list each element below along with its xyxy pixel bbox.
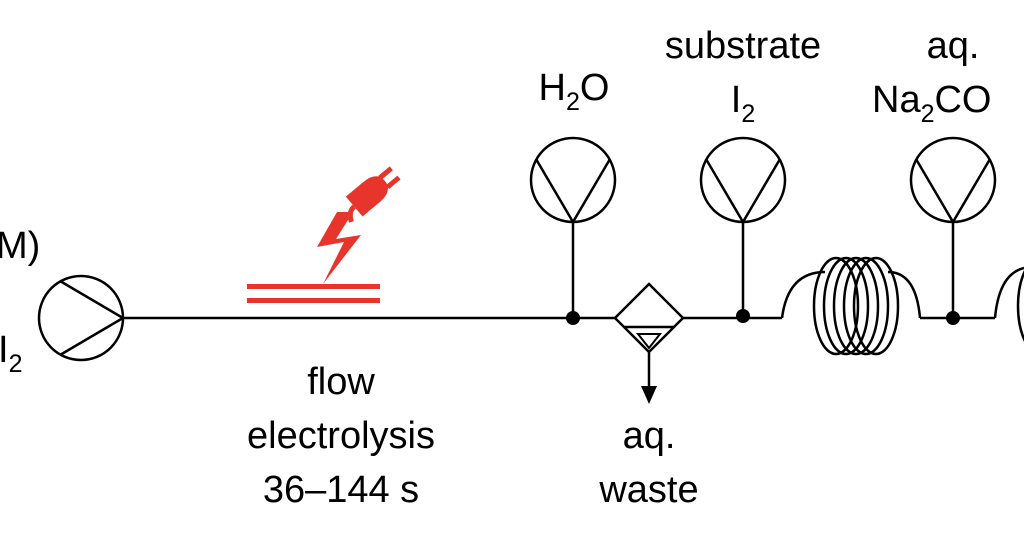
water-label: H2O: [539, 67, 610, 116]
waste-arrowhead: [641, 386, 657, 404]
electrolysis-label-line2: electrolysis: [247, 415, 435, 457]
water-junction: [566, 311, 580, 325]
lightning-icon: [317, 212, 361, 284]
electrolysis-label-line1: flow: [307, 361, 375, 403]
pump-icon: [529, 136, 617, 225]
electrolysis-label-line3: 36–144 s: [263, 469, 419, 511]
electrode-top: [247, 284, 380, 289]
separator-icon: [613, 282, 685, 354]
coil-reactor-icon: [780, 256, 922, 356]
pump-icon: [909, 136, 997, 225]
waste-label-line2: waste: [598, 469, 698, 511]
electrode-bottom: [247, 298, 380, 303]
electrolysis-cell: [247, 166, 401, 303]
coil-reactor-icon: [993, 266, 1024, 342]
carbonate-junction: [946, 311, 960, 325]
substrate-label-line1: substrate: [665, 25, 821, 67]
waste-label-line1: aq.: [623, 415, 676, 457]
substrate-junction: [736, 309, 750, 323]
pump-icon: [37, 274, 126, 362]
carbonate-label-line2: Na2CO: [872, 79, 991, 128]
carbonate-label-line1: aq.: [927, 25, 980, 67]
left-partial-reagent: I2: [0, 329, 22, 378]
pump-icon: [699, 136, 787, 225]
substrate-label-line2: I2: [731, 79, 755, 128]
left-partial-label: M): [0, 225, 40, 267]
